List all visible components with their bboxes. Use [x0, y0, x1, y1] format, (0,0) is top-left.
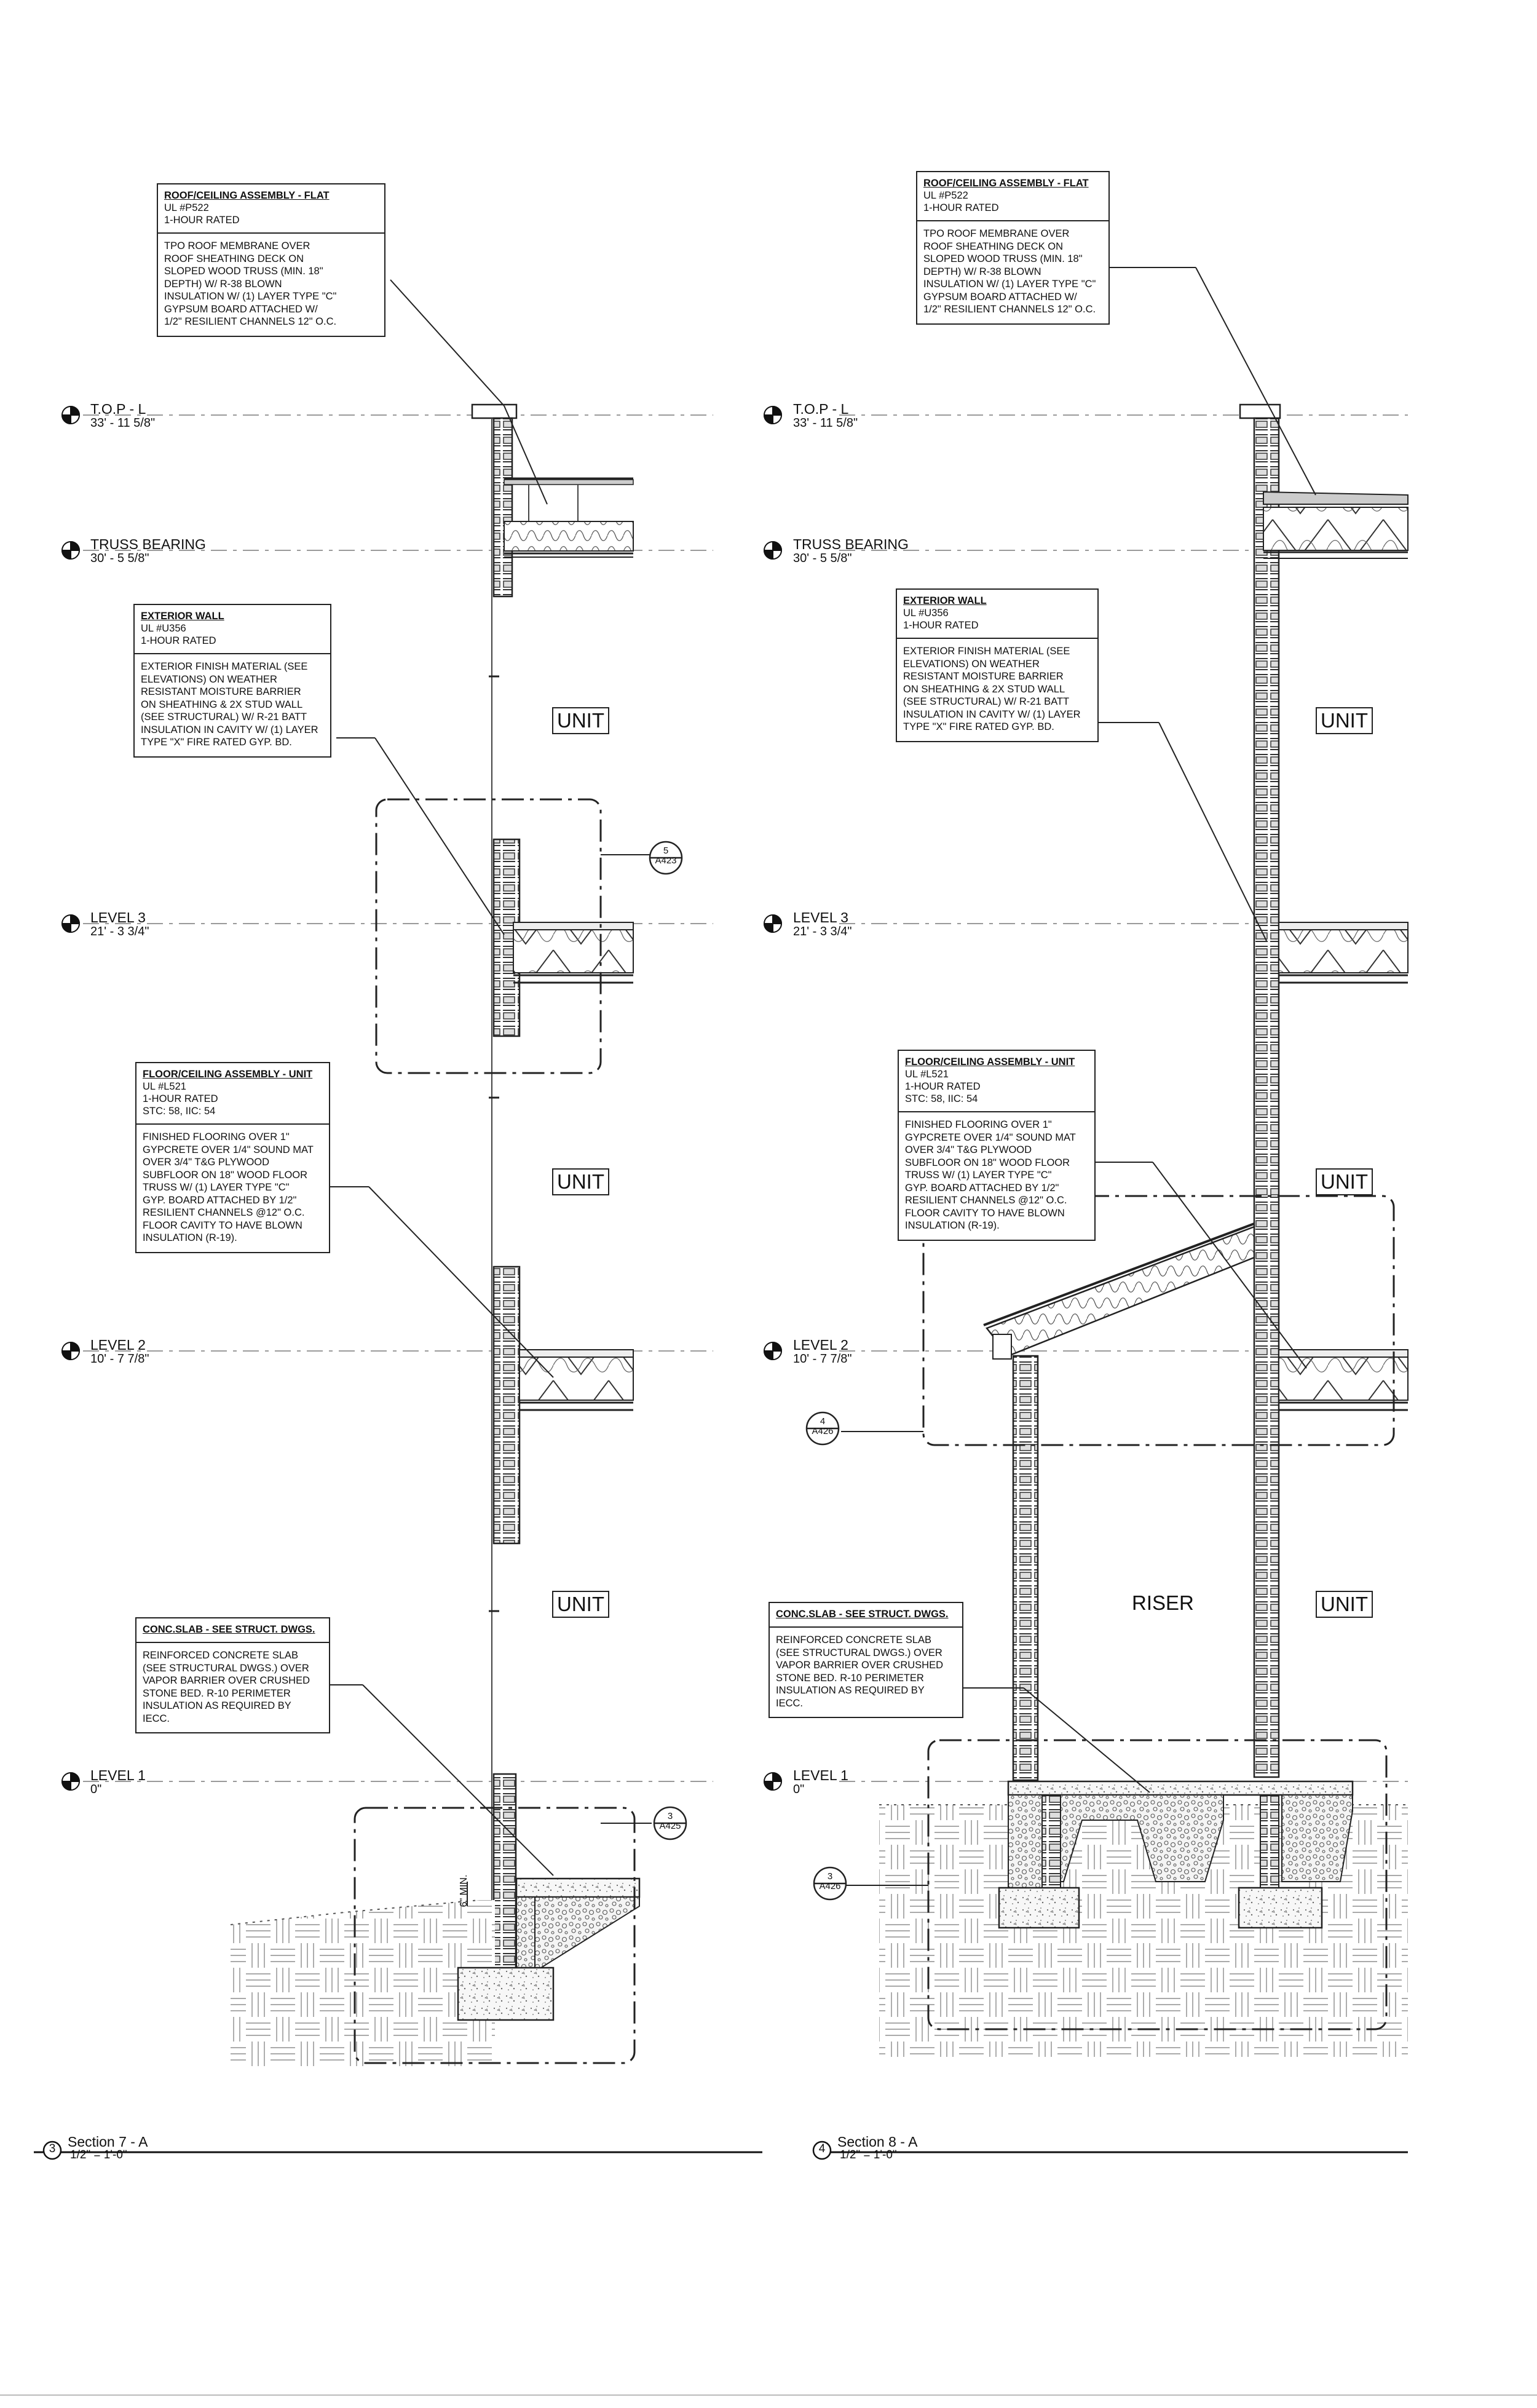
section-7a-bubble [42, 2141, 62, 2160]
room-tag-unit: UNIT [552, 707, 609, 734]
callout-detail-3-a425[interactable]: 3 A425 [659, 1811, 681, 1831]
note-body: REINFORCED CONCRETE SLAB (SEE STRUCTURAL… [768, 1628, 963, 1718]
note-body: FINISHED FLOORING OVER 1" GYPCRETE OVER … [135, 1125, 330, 1253]
section-7a-title: Section 7 - A 1/2" = 1'-0" [68, 2134, 148, 2161]
note-body: EXTERIOR FINISH MATERIAL (SEE ELEVATIONS… [896, 639, 1099, 742]
level-label-top-l: T.O.P - L 33' - 11 5/8" [90, 401, 156, 430]
note-header: FLOOR/CEILING ASSEMBLY - UNIT UL #L521 1… [898, 1050, 1096, 1112]
note-roof-ceiling-flat: ROOF/CEILING ASSEMBLY - FLAT UL #P522 1-… [916, 171, 1110, 325]
room-tag-unit: UNIT [1316, 1591, 1373, 1618]
note-body: REINFORCED CONCRETE SLAB (SEE STRUCTURAL… [135, 1643, 330, 1733]
note-body: TPO ROOF MEMBRANE OVER ROOF SHEATHING DE… [157, 234, 385, 337]
section-7a-geometry [230, 279, 652, 2066]
room-tag-unit: UNIT [1316, 707, 1373, 734]
level-label-level-2: LEVEL 2 10' - 7 7/8" [90, 1337, 149, 1366]
level-label-truss-bearing: TRUSS BEARING 30' - 5 5/8" [90, 536, 206, 565]
section-8a-title: Section 8 - A 1/2" = 1'-0" [837, 2134, 918, 2161]
room-tag-unit: UNIT [1316, 1168, 1373, 1195]
note-body: TPO ROOF MEMBRANE OVER ROOF SHEATHING DE… [916, 221, 1110, 325]
section-8a-geometry [841, 267, 1409, 2057]
level-label-top-l: T.O.P - L 33' - 11 5/8" [793, 401, 858, 430]
room-tag-unit: UNIT [552, 1591, 609, 1618]
note-concrete-slab: CONC.SLAB - SEE STRUCT. DWGS. REINFORCED… [768, 1602, 963, 1718]
section-8a-bubble [812, 2141, 832, 2160]
callout-detail-3-a426[interactable]: 3 A426 [819, 1871, 841, 1891]
level-label-level-1: LEVEL 1 0" [793, 1767, 848, 1796]
note-header: CONC.SLAB - SEE STRUCT. DWGS. [135, 1617, 330, 1643]
note-roof-ceiling-flat: ROOF/CEILING ASSEMBLY - FLAT UL #P522 1-… [157, 183, 385, 337]
section-8a-number: 4 [818, 2142, 826, 2155]
note-header: ROOF/CEILING ASSEMBLY - FLAT UL #P522 1-… [157, 183, 385, 234]
note-body: EXTERIOR FINISH MATERIAL (SEE ELEVATIONS… [133, 654, 331, 758]
level-label-level-3: LEVEL 3 21' - 3 3/4" [90, 909, 149, 938]
note-floor-ceiling-unit: FLOOR/CEILING ASSEMBLY - UNIT UL #L521 1… [898, 1050, 1096, 1241]
callout-detail-4-a426[interactable]: 4 A426 [812, 1416, 834, 1436]
level-label-truss-bearing: TRUSS BEARING 30' - 5 5/8" [793, 536, 909, 565]
callout-detail-5-a423[interactable]: 5 A423 [655, 846, 677, 866]
note-exterior-wall: EXTERIOR WALL UL #U356 1-HOUR RATED EXTE… [896, 588, 1099, 742]
callout-circles [649, 841, 847, 1901]
note-concrete-slab: CONC.SLAB - SEE STRUCT. DWGS. REINFORCED… [135, 1617, 330, 1733]
section-7a-number: 3 [49, 2142, 56, 2155]
level-label-level-3: LEVEL 3 21' - 3 3/4" [793, 909, 852, 938]
note-header: EXTERIOR WALL UL #U356 1-HOUR RATED [133, 604, 331, 654]
level-label-level-2: LEVEL 2 10' - 7 7/8" [793, 1337, 852, 1366]
level-label-level-1: LEVEL 1 0" [90, 1767, 146, 1796]
level-markers [61, 405, 783, 1791]
room-tag-riser: RISER [1128, 1591, 1198, 1615]
note-exterior-wall: EXTERIOR WALL UL #U356 1-HOUR RATED EXTE… [133, 604, 331, 758]
note-header: EXTERIOR WALL UL #U356 1-HOUR RATED [896, 588, 1099, 639]
note-header: CONC.SLAB - SEE STRUCT. DWGS. [768, 1602, 963, 1628]
note-body: FINISHED FLOORING OVER 1" GYPCRETE OVER … [898, 1112, 1096, 1241]
note-header: ROOF/CEILING ASSEMBLY - FLAT UL #P522 1-… [916, 171, 1110, 221]
note-header: FLOOR/CEILING ASSEMBLY - UNIT UL #L521 1… [135, 1062, 330, 1125]
dimension-6in-min: 6" MIN. [459, 1874, 469, 1907]
room-tag-unit: UNIT [552, 1168, 609, 1195]
note-floor-ceiling-unit: FLOOR/CEILING ASSEMBLY - UNIT UL #L521 1… [135, 1062, 330, 1253]
